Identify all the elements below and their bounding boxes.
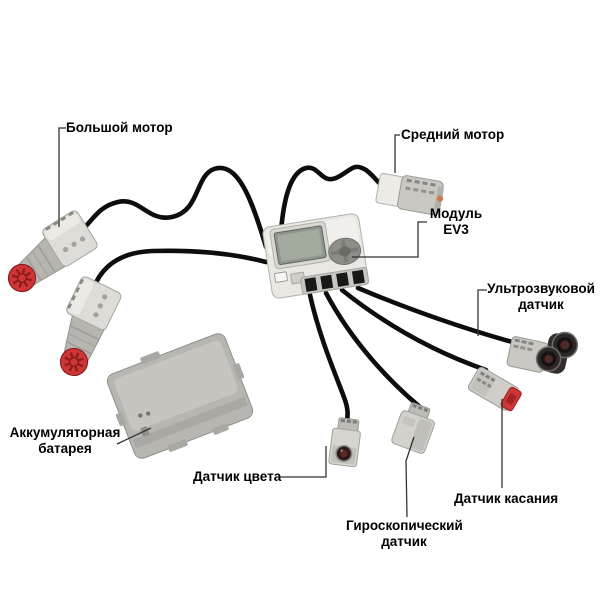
large-motor-2-image <box>39 273 124 382</box>
ultrasonic-sensor-image <box>506 331 579 374</box>
cable-brick-to-gyro-sensor <box>323 290 423 410</box>
brick-port <box>336 272 350 287</box>
touch-sensor-image <box>467 366 522 412</box>
cable-brick-to-color-sensor <box>307 292 350 424</box>
cable-brick-to-large-motor-2 <box>91 248 269 290</box>
label-medium-motor: Средний мотор <box>401 127 505 142</box>
line-large-motor <box>58 127 66 227</box>
line-ultrasonic <box>477 289 487 336</box>
line-gyro-sensor <box>405 436 415 518</box>
brick-port <box>351 269 365 285</box>
cable-brick-to-ultrasonic-sensor <box>355 285 519 346</box>
cable-brick-to-medium-motor <box>278 164 387 234</box>
cable-brick-to-touch-sensor <box>339 287 489 373</box>
gyro-sensor-image <box>391 402 435 454</box>
cable-brick-to-large-motor-1 <box>81 165 269 250</box>
label-lines <box>58 127 503 518</box>
line-medium-motor <box>394 134 400 173</box>
medium-motor-image <box>375 172 444 216</box>
line-battery <box>116 427 152 445</box>
label-ultrasonic-sensor: Ультрозвуковой датчик <box>487 281 595 313</box>
label-touch-sensor: Датчик касания <box>454 491 559 506</box>
brick-port <box>320 274 334 290</box>
line-color-sensor <box>278 446 327 478</box>
brick-port <box>304 277 318 292</box>
line-ev3-module <box>352 221 427 258</box>
label-large-motor: Большой мотор <box>66 120 173 135</box>
label-color-sensor: Датчик цвета <box>193 469 282 484</box>
cables <box>81 164 519 424</box>
label-gyro-sensor: Гироскопический датчик <box>346 518 463 550</box>
ev3-brick-image <box>262 213 370 299</box>
label-battery: Аккумуляторная батарея <box>9 425 121 457</box>
color-sensor-image <box>328 417 361 468</box>
label-ev3-module: Модуль EV3 <box>429 206 483 238</box>
battery-image <box>106 333 254 459</box>
